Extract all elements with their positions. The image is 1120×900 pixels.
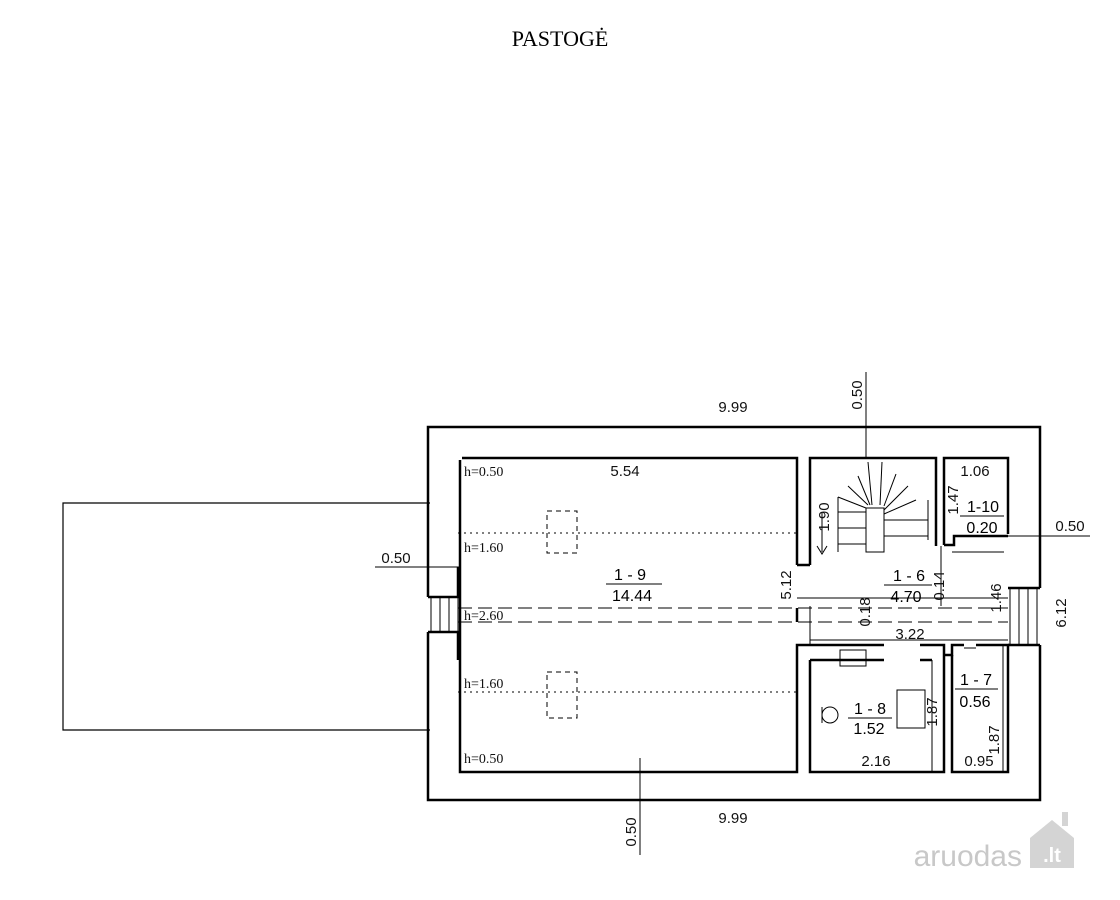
watermark-text: aruodas bbox=[914, 840, 1022, 873]
room-1-10 bbox=[942, 456, 1010, 547]
dim-bottom-width: 9.99 bbox=[718, 810, 747, 827]
height-label: h=0.50 bbox=[464, 465, 503, 480]
room-label-1-9: 1 - 9 14.44 bbox=[606, 567, 662, 605]
room-label-1-7: 1 - 7 0.56 bbox=[955, 672, 998, 711]
height-label: h=0.50 bbox=[464, 752, 503, 767]
room-area: 4.70 bbox=[890, 589, 921, 606]
room-area: 0.56 bbox=[959, 694, 990, 711]
dim-corridor-146: 1.46 bbox=[988, 583, 1005, 612]
dim-corridor-322: 3.22 bbox=[895, 626, 924, 643]
room-1-9 bbox=[458, 456, 799, 774]
right-window bbox=[1009, 588, 1038, 645]
outer-walls bbox=[426, 425, 1042, 802]
room-label-1-10: 1-10 0.20 bbox=[960, 499, 1004, 537]
dim-right-wall: 0.50 bbox=[1055, 518, 1084, 535]
dim-stair-offset: 0.50 bbox=[849, 380, 866, 409]
stair-room bbox=[808, 456, 938, 554]
room-area: 0.20 bbox=[966, 520, 997, 537]
dim-left-wall: 0.50 bbox=[381, 550, 410, 567]
dim-bottom-wall: 0.50 bbox=[623, 817, 640, 846]
dimension-lines bbox=[375, 372, 1090, 855]
staircase bbox=[816, 461, 929, 555]
dim-room7-depth: 1.87 bbox=[986, 725, 1003, 754]
room-label-1-6: 1 - 6 4.70 bbox=[884, 568, 932, 606]
left-window bbox=[430, 597, 459, 632]
dim-top-width: 9.99 bbox=[718, 399, 747, 416]
dim-room8-depth: 1.87 bbox=[924, 697, 941, 726]
dim-corridor-014: 0.14 bbox=[931, 571, 948, 600]
dim-room7-width: 0.95 bbox=[964, 753, 993, 770]
svg-text:.lt: .lt bbox=[1043, 845, 1061, 867]
sanitary-fixtures bbox=[821, 649, 926, 729]
height-label: h=1.60 bbox=[464, 677, 503, 692]
room-area: 14.44 bbox=[612, 588, 652, 605]
room-id: 1 - 9 bbox=[614, 567, 646, 584]
dim-room9-width: 5.54 bbox=[610, 463, 639, 480]
room-id: 1-10 bbox=[967, 499, 999, 516]
room-id: 1 - 7 bbox=[960, 672, 992, 689]
room-label-1-8: 1 - 8 1.52 bbox=[848, 701, 892, 738]
dim-room9-depth: 5.12 bbox=[778, 570, 795, 599]
house-icon: .lt bbox=[1030, 812, 1074, 868]
dim-stair-run: 1.90 bbox=[816, 502, 833, 531]
room-1-7 bbox=[944, 643, 1010, 774]
plan-title: PASTOGĖ bbox=[512, 26, 609, 51]
dim-room10-depth: 1.47 bbox=[945, 485, 962, 514]
annex-outline bbox=[62, 502, 430, 731]
dim-room10-width: 1.06 bbox=[960, 463, 989, 480]
dim-total-depth: 6.12 bbox=[1053, 598, 1070, 627]
watermark-logo: aruodas .lt bbox=[914, 812, 1074, 873]
height-label: h=2.60 bbox=[464, 609, 503, 624]
height-lines bbox=[458, 532, 1008, 693]
room-1-8 bbox=[795, 643, 946, 774]
room-area: 1.52 bbox=[853, 721, 884, 738]
corridor-1-6 bbox=[797, 554, 812, 567]
dim-room8-width: 2.16 bbox=[861, 753, 890, 770]
room-id: 1 - 8 bbox=[854, 701, 886, 718]
dim-corridor-018: 0.18 bbox=[857, 597, 874, 626]
height-label: h=1.60 bbox=[464, 541, 503, 556]
roof-windows bbox=[546, 510, 578, 719]
room-id: 1 - 6 bbox=[893, 568, 925, 585]
